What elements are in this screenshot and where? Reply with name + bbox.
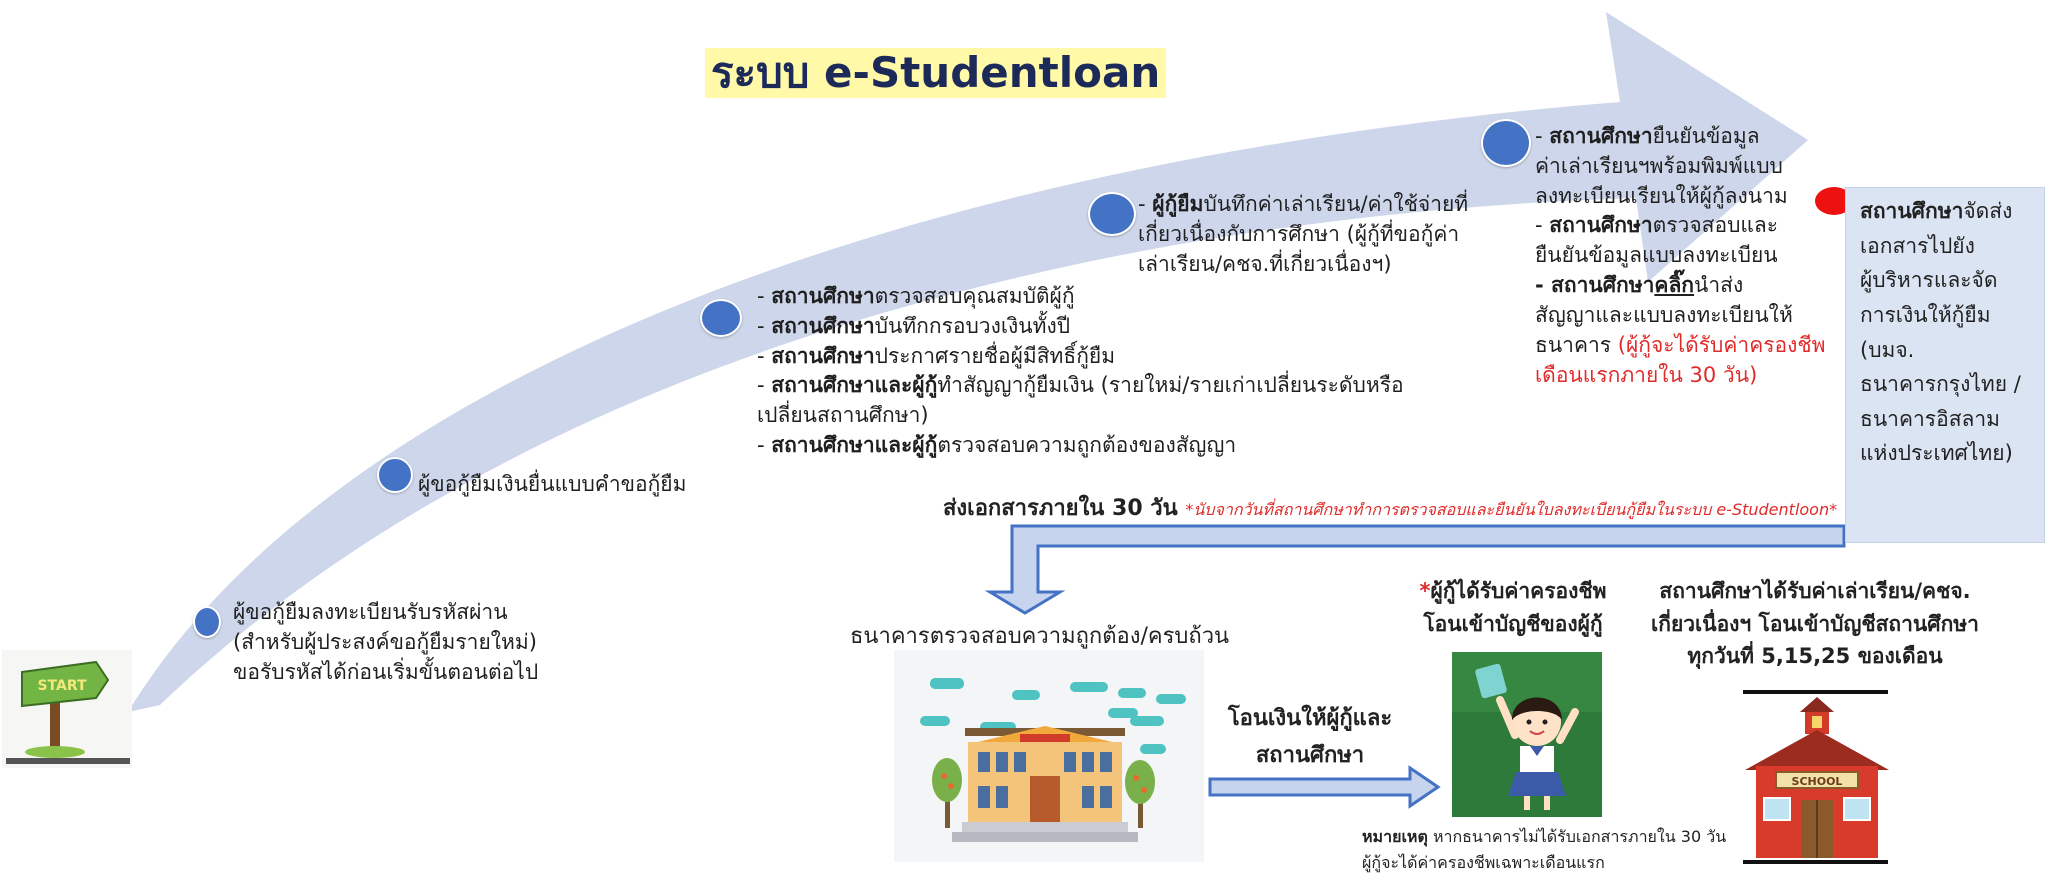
start-sign-text: START (37, 678, 87, 694)
step-3-item-4: - สถานศึกษาและผู้กู้ทำสัญญากู้ยืมเงิน (ร… (757, 373, 1404, 398)
progress-swoosh-arrow (128, 12, 1808, 712)
step-5-living-allowance-note-1: (ผู้กู้จะได้รับค่าครองชีพ (1617, 332, 1826, 357)
step-4-text: - ผู้กู้ยืมบันทึกค่าเล่าเรียน/ค่าใช้จ่าย… (1138, 190, 1468, 279)
school-line-1: สถานศึกษาได้รับค่าเล่าเรียน/คชจ. (1659, 579, 1971, 603)
step-5-item-1: - สถานศึกษายืนยันข้อมูล (1535, 124, 1760, 148)
step-2-dot (377, 457, 413, 493)
step-1-line-1: ผู้ขอกู้ยืมลงทะเบียนรับรหัสผ่าน (233, 600, 508, 624)
step-3-item-1-actor: สถานศึกษา (771, 284, 875, 308)
step-4-action: บันทึกค่าเล่าเรียน/ค่าใช้จ่ายที่ (1203, 192, 1469, 216)
bank-illustration (894, 650, 1204, 862)
school-line-2: เกี่ยวเนื่องฯ โอนเข้าบัญชีสถานศึกษา (1651, 611, 1979, 636)
step-5-item-3-actor: สถานศึกษา (1551, 273, 1655, 298)
step-1-text: ผู้ขอกู้ยืมลงทะเบียนรับรหัสผ่าน (สำหรับผ… (233, 598, 538, 687)
step-3-item-3-action: ประกาศรายชื่อผู้มีสิทธิ์กู้ยืม (874, 343, 1116, 368)
step-5-item-3-cont-2: ธนาคาร (ผู้กู้จะได้รับค่าครองชีพ (1535, 331, 1826, 361)
step-4-line-3: เล่าเรียน/คชจ.ที่เกี่ยวเนื่องฯ) (1138, 251, 1392, 276)
deadline-note: *นับจากวันที่สถานศึกษาทำการตรวจสอบและยืน… (1185, 500, 1838, 519)
school-line-3: ทุกวันที่ 5,15,25 ของเดือน (1687, 644, 1943, 669)
step-5-living-allowance-note-2: เดือนแรกภายใน 30 วัน) (1535, 362, 1758, 387)
deadline-text: ส่งเอกสารภายใน 30 วัน *นับจากวันที่สถานศ… (943, 490, 1837, 525)
student-line-1-text: ผู้กู้ได้รับค่าครองชีพ (1430, 579, 1607, 603)
side-box-line-6: ธนาคารกรุงไทย / (1860, 372, 2021, 397)
step-5-item-3-click: คลิ๊ก (1654, 273, 1695, 298)
transfer-arrow (1208, 765, 1441, 809)
step-3-item-1-action: ตรวจสอบคุณสมบัติผู้กู้ (874, 284, 1075, 308)
step-5-item-1-cont-2: ลงทะเบียนเรียนให้ผู้กู้ลงนาม (1535, 183, 1788, 208)
step-4-line-2: เกี่ยวเนื่องกับการศึกษา (ผู้กู้ที่ขอกู้ค… (1138, 221, 1460, 246)
step-5-dot (1481, 119, 1531, 167)
remark-line-2: ผู้กู้จะได้ค่าครองชีพเฉพาะเดือนแรก (1362, 853, 1605, 873)
step-4-actor: ผู้กู้ยืม (1152, 192, 1204, 216)
side-box-line-8: แห่งประเทศไทย) (1860, 441, 2013, 466)
transfer-line-1: โอนเงินให้ผู้กู้และ (1227, 706, 1393, 731)
remark-label: หมายเหตุ (1362, 827, 1428, 846)
side-box-actor: สถานศึกษา (1860, 199, 1964, 223)
transfer-label: โอนเงินให้ผู้กู้และ สถานศึกษา (1225, 700, 1395, 775)
step-3-item-2-actor: สถานศึกษา (771, 313, 875, 338)
school-illustration: SCHOOL (1743, 690, 1889, 864)
step-3-item-4-actor: สถานศึกษาและผู้กู้ (771, 373, 938, 398)
step-5-text: - สถานศึกษายืนยันข้อมูล ค่าเล่าเรียนฯพร้… (1535, 122, 1826, 390)
step-5-item-3-action: นำส่ง (1694, 273, 1744, 298)
start-signpost: START (2, 650, 132, 768)
school-sign-text: SCHOOL (1792, 775, 1843, 788)
step-4-dot (1088, 192, 1136, 236)
remark-line-1: หมายเหตุ หากธนาคารไม่ได้รับเอกสารภายใน 3… (1362, 824, 1726, 850)
send-documents-arrow (984, 524, 1846, 615)
side-box-line-3: ผู้บริหารและจัด (1860, 268, 1998, 293)
step-5-item-1-actor: สถานศึกษา (1549, 124, 1653, 148)
step-3-item-4-cont: เปลี่ยนสถานศึกษา) (757, 403, 929, 428)
step-3-item-5: - สถานศึกษาและผู้กู้ตรวจสอบความถูกต้องขอ… (757, 433, 1237, 458)
student-line-2: โอนเข้าบัญชีของผู้กู้ (1423, 611, 1603, 636)
step-3-item-4-action: ทำสัญญากู้ยืมเงิน (รายใหม่/รายเก่าเปลี่ย… (937, 373, 1404, 398)
step-3-item-5-action: ตรวจสอบความถูกต้องของสัญญา (937, 433, 1237, 458)
step-3-text: - สถานศึกษาตรวจสอบคุณสมบัติผู้กู้ - สถาน… (757, 282, 1404, 461)
step-5-item-3: - สถานศึกษาคลิ๊กนำส่ง (1535, 273, 1744, 298)
transfer-line-2: สถานศึกษา (1255, 743, 1365, 769)
step-5-item-2: - สถานศึกษาตรวจสอบและ (1535, 213, 1779, 238)
step-5-item-2-cont: ยืนยันข้อมูลแบบลงทะเบียน (1535, 243, 1778, 268)
step-5-item-1-action: ยืนยันข้อมูล (1652, 124, 1760, 148)
school-label: สถานศึกษาได้รับค่าเล่าเรียน/คชจ. เกี่ยวเ… (1640, 575, 1990, 673)
remark-line-1-text: หากธนาคารไม่ได้รับเอกสารภายใน 30 วัน (1427, 827, 1727, 846)
side-box-line-4: การเงินให้กู้ยืม (1860, 302, 1991, 327)
step-4-line-1: - ผู้กู้ยืมบันทึกค่าเล่าเรียน/ค่าใช้จ่าย… (1138, 192, 1469, 216)
step-1-dot (193, 606, 221, 638)
step-3-item-3-actor: สถานศึกษา (771, 343, 875, 368)
step-5-item-2-action: ตรวจสอบและ (1652, 213, 1779, 238)
step-3-item-2: - สถานศึกษาบันทึกกรอบวงเงินทั้งปี (757, 313, 1071, 338)
deadline-main: ส่งเอกสารภายใน 30 วัน (943, 496, 1178, 521)
side-box-line-1: สถานศึกษาจัดส่ง (1860, 194, 2030, 229)
side-box-line-7: ธนาคารอิสลาม (1860, 406, 2001, 431)
send-documents-box: สถานศึกษาจัดส่ง เอกสารไปยัง ผู้บริหารและ… (1845, 187, 2045, 543)
bank-check-label: ธนาคารตรวจสอบความถูกต้อง/ครบถ้วน (850, 624, 1230, 649)
student-illustration (1452, 652, 1602, 817)
remark: หมายเหตุ หากธนาคารไม่ได้รับเอกสารภายใน 3… (1362, 824, 1726, 877)
student-line-1: *ผู้กู้ได้รับค่าครองชีพ (1398, 575, 1628, 608)
step-3-dot (700, 299, 742, 337)
step-5-item-2-actor: สถานศึกษา (1549, 213, 1653, 238)
side-box-line-2: เอกสารไปยัง (1860, 233, 1975, 258)
student-asterisk: * (1419, 579, 1431, 603)
side-box-line-5: (บมจ. (1860, 337, 1915, 362)
step-5-item-3-bank: ธนาคาร (1535, 332, 1612, 357)
step-3-item-1: - สถานศึกษาตรวจสอบคุณสมบัติผู้กู้ (757, 284, 1075, 308)
step-5-item-1-cont-1: ค่าเล่าเรียนฯพร้อมพิมพ์แบบ (1535, 153, 1783, 178)
page-title: ระบบ e-Studentloan (705, 48, 1167, 99)
step-5-item-3-cont-1: สัญญาและแบบลงทะเบียนให้ (1535, 302, 1793, 327)
step-1-line-2: (สำหรับผู้ประสงค์ขอกู้ยืมรายใหม่) (233, 629, 537, 654)
step-2-line-1: ผู้ขอกู้ยืมเงินยื่นแบบคำขอกู้ยืม (418, 472, 687, 496)
student-label: *ผู้กู้ได้รับค่าครองชีพ โอนเข้าบัญชีของผ… (1398, 575, 1628, 640)
step-1-line-3: ขอรับรหัสได้ก่อนเริ่มขั้นตอนต่อไป (233, 659, 539, 684)
step-3-item-5-actor: สถานศึกษาและผู้กู้ (771, 433, 938, 458)
step-3-item-2-action: บันทึกกรอบวงเงินทั้งปี (874, 313, 1071, 338)
step-2-text: ผู้ขอกู้ยืมเงินยื่นแบบคำขอกู้ยืม (418, 470, 686, 500)
step-3-item-3: - สถานศึกษาประกาศรายชื่อผู้มีสิทธิ์กู้ยื… (757, 343, 1116, 368)
side-box-action: จัดส่ง (1963, 199, 2013, 223)
